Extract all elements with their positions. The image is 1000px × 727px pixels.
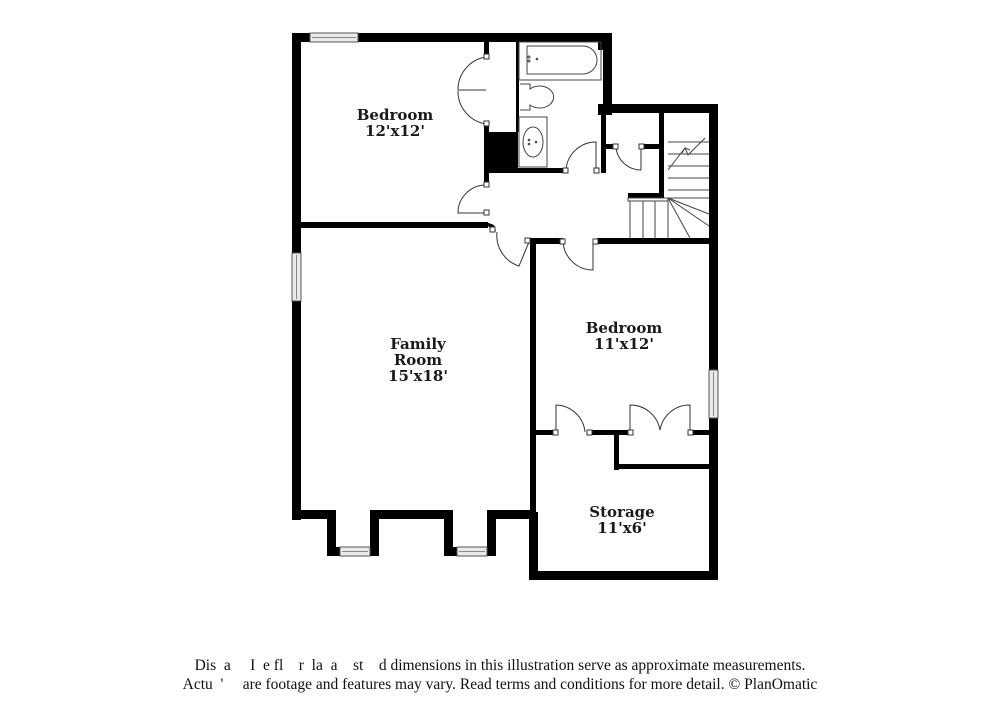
- room-name: Storage: [589, 503, 655, 521]
- room-label-bedroom-1: Bedroom 12'x12': [357, 107, 434, 139]
- room-label-bedroom-2: Bedroom 11'x12': [586, 320, 663, 352]
- bath-fixtures: [518, 41, 602, 168]
- room-dimensions: 12'x12': [365, 122, 425, 140]
- windows: [291, 32, 719, 557]
- room-dimensions: 11'x12': [594, 335, 654, 353]
- room-name-line1: Family: [390, 335, 446, 353]
- bathtub-icon: [518, 41, 602, 81]
- disclaimer: Dis a I e fl r la a st d dimensions in t…: [0, 656, 1000, 694]
- door-jambs: [483, 53, 694, 436]
- toilet-icon: [520, 83, 555, 111]
- sink-icon: [518, 116, 548, 168]
- disclaimer-line-1: Dis a I e fl r la a st d dimensions in t…: [194, 657, 806, 674]
- room-label-family-room: Family Room 15'x18': [388, 336, 448, 384]
- room-name-line2: Room: [393, 351, 443, 369]
- doors: [457, 56, 691, 433]
- room-dimensions: 15'x18': [388, 367, 448, 385]
- disclaimer-line-2: Actu ' are footage and features may vary…: [182, 676, 818, 693]
- room-name: Bedroom: [356, 106, 434, 124]
- stairs-icon: [627, 137, 710, 239]
- room-dimensions: 11'x6': [597, 519, 647, 537]
- room-label-storage: Storage 11'x6': [589, 504, 654, 536]
- room-name: Bedroom: [585, 319, 663, 337]
